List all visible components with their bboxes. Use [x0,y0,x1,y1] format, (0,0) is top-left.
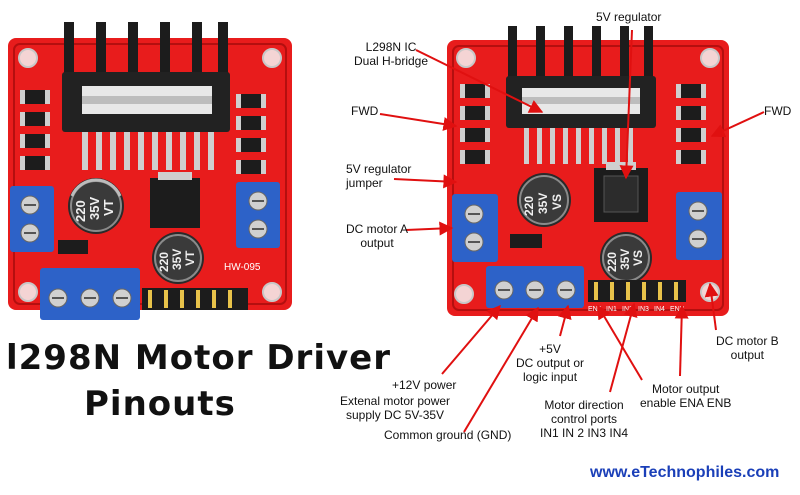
label-motor-b-line-1: DC motor B [716,334,779,348]
left-terminal-motor-b [236,182,280,248]
cap-right-text-1: 220 [522,196,536,216]
label-plus5v-line-1: +5V [539,342,561,356]
left-capacitor-vs [152,232,204,284]
label-motor-enable-line-1: Motor output [652,382,720,396]
left-header-pins [142,288,248,310]
website-link[interactable]: www.eTechnophiles.com [590,464,780,481]
arrow-enable-a [597,304,643,381]
cap-right2-text-3: VS [631,250,645,266]
l298n-ic-pins [82,132,214,170]
label-external-power-line-2: supply DC 5V-35V [346,408,445,422]
left-jumper [58,240,88,254]
label-motor-b: DC motor B output [716,334,779,362]
right-capacitor-vs-2 [600,232,652,284]
cap-right-text-3: VS [550,194,564,210]
label-motor-direction-line-1: Motor direction [544,398,624,412]
label-plus5v: +5V DC output or logic input [516,342,584,384]
heatsink [62,22,230,132]
pin-label-ena: ENA [588,306,603,313]
pin-label-in1: IN1 [606,306,617,313]
left-diodes-b [236,94,266,174]
label-plus5v-line-3: logic input [523,370,578,384]
mount-hole [18,48,38,68]
label-motor-direction: Motor direction control ports IN1 IN 2 I… [540,398,628,440]
right-terminal-power [486,266,584,308]
label-l298n-ic-line-1: L298N IC [365,40,417,54]
label-plus5v-line-2: DC output or [516,356,585,370]
label-motor-a-line-2: output [360,236,394,250]
label-l298n-ic: L298N IC Dual H-bridge [354,40,428,68]
cap-left2-text-2: 35V [170,249,184,270]
right-header-pins [588,280,686,302]
mount-hole [456,48,476,68]
label-external-power-line-1: Extenal motor power [340,394,451,408]
right-regulator [594,162,648,222]
cap-left-text-3: VT [101,199,116,216]
left-board-photo: 220 35V VT 220 35V VT [8,22,292,320]
annotation-arrows [379,29,765,433]
right-terminal-motor-b [676,192,722,260]
mount-hole [454,284,474,304]
arrow-gnd [463,306,539,433]
pin-label-in3: IN3 [638,306,649,313]
left-terminal-power [40,268,140,320]
l298n-ic-pins [524,128,633,164]
label-motor-a: DC motor A output [346,222,408,250]
cap-right-text-2: 35V [536,193,550,214]
left-regulator [150,178,200,228]
mount-hole [18,282,38,302]
right-diodes-b [676,84,706,164]
arrow-fwd-left [379,113,458,131]
left-diodes-a [20,90,50,170]
arrow-motor-b [704,282,719,331]
mount-hole [262,48,282,68]
label-common-ground: Common ground (GND) [384,428,512,442]
right-jumper [510,234,542,248]
label-motor-direction-line-3: IN1 IN 2 IN3 IN4 [540,426,629,440]
title-line-2: Pinouts [84,384,236,424]
arrow-plus5v [557,304,572,337]
label-regulator-jumper-line-2: jumper [346,176,383,190]
label-motor-enable: Motor output enable ENA ENB [640,382,731,410]
arrow-regulator-jumper [393,174,458,189]
cap-right2-text-2: 35V [618,249,632,270]
label-motor-b-line-2: output [730,348,765,362]
title-line-1: l298N Motor Driver [6,338,391,378]
cap-left-text-1: 220 [73,200,88,222]
label-fwd-right: FWD [764,104,792,118]
label-5v-regulator: 5V regulator [596,10,662,24]
module-code: HW-095 [224,262,261,273]
mount-hole [262,282,282,302]
arrow-5v-regulator [619,29,634,180]
label-motor-enable-line-2: enable ENA ENB [640,396,732,410]
label-plus12v: +12V power [392,378,457,392]
right-diodes-a [460,84,490,164]
heatsink [506,26,656,128]
right-capacitor-vs [517,173,571,227]
arrow-enable-b [674,304,689,377]
left-capacitor-vt [68,178,124,234]
label-l298n-ic-line-2: Dual H-bridge [354,54,429,68]
label-regulator-jumper: 5V regulator jumper [346,162,411,190]
label-external-power: Extenal motor power supply DC 5V-35V [340,394,450,422]
cap-right2-text-1: 220 [605,252,619,272]
mount-hole [700,48,720,68]
pin-label-in4: IN4 [654,306,665,313]
cap-left2-text-1: 220 [157,252,171,272]
label-fwd-left: FWD [351,104,379,118]
label-motor-direction-line-2: control ports [551,412,618,426]
cap-left2-text-3: VT [183,250,197,266]
right-board-photo: 220 35V VS 220 35V VS [447,26,729,316]
arrow-motor-a [405,221,454,236]
arrow-fwd-right [710,111,765,138]
arrow-plus12v [441,304,501,375]
left-terminal-motor-a [10,186,54,252]
right-terminal-motor-a [452,194,498,262]
cap-left-text-2: 35V [87,197,102,220]
label-motor-a-line-1: DC motor A [346,222,409,236]
arrow-l298n-ic [415,49,544,113]
label-regulator-jumper-line-1: 5V regulator [346,162,412,176]
